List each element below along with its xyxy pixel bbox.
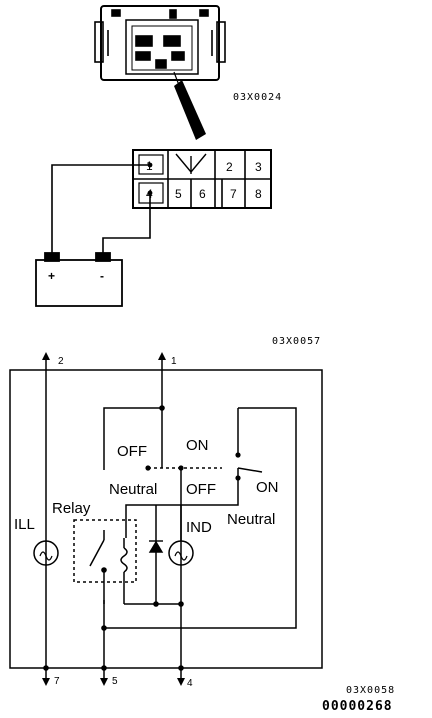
terminal-labels: 2 1 7 5 4 xyxy=(54,356,193,689)
label-on-top: ON xyxy=(186,437,209,454)
pin-8: 8 xyxy=(255,187,262,201)
connector-diagram xyxy=(132,149,272,209)
terminal-1: 1 xyxy=(171,356,177,367)
figure-code-2: 03X0057 xyxy=(272,336,321,347)
switch-top-view xyxy=(94,5,226,140)
label-relay: Relay xyxy=(52,500,91,517)
label-neutral-left: Neutral xyxy=(109,481,157,498)
label-neutral-right: Neutral xyxy=(227,511,275,528)
battery-plus: + xyxy=(48,269,55,283)
label-ill: ILL xyxy=(14,516,35,533)
pin-2: 2 xyxy=(226,160,233,174)
page-code: 00000268 xyxy=(322,699,393,714)
figure-code-1: 03X0024 xyxy=(233,92,282,103)
label-off-left: OFF xyxy=(117,443,147,460)
pin-3: 3 xyxy=(255,160,262,174)
battery xyxy=(35,252,123,307)
terminal-2: 2 xyxy=(58,356,64,367)
circuit-diagram xyxy=(9,355,323,683)
battery-minus: - xyxy=(100,269,104,283)
pin-7: 7 xyxy=(230,187,237,201)
pin-5: 5 xyxy=(175,187,182,201)
label-on-right: ON xyxy=(256,479,279,496)
label-ind: IND xyxy=(186,519,212,536)
pin-6: 6 xyxy=(199,187,206,201)
junction-dots xyxy=(43,405,241,671)
terminal-4: 4 xyxy=(187,678,193,689)
battery-wiring xyxy=(51,164,151,254)
terminal-7: 7 xyxy=(54,676,60,687)
figure-code-3: 03X0058 xyxy=(346,685,395,696)
diode xyxy=(148,540,164,553)
terminal-5: 5 xyxy=(112,676,118,687)
circuit-labels: OFF ON Neutral OFF ON Neutral Relay ILL … xyxy=(14,437,279,536)
terminal-arrows xyxy=(42,352,185,686)
label-off-right: OFF xyxy=(186,481,216,498)
